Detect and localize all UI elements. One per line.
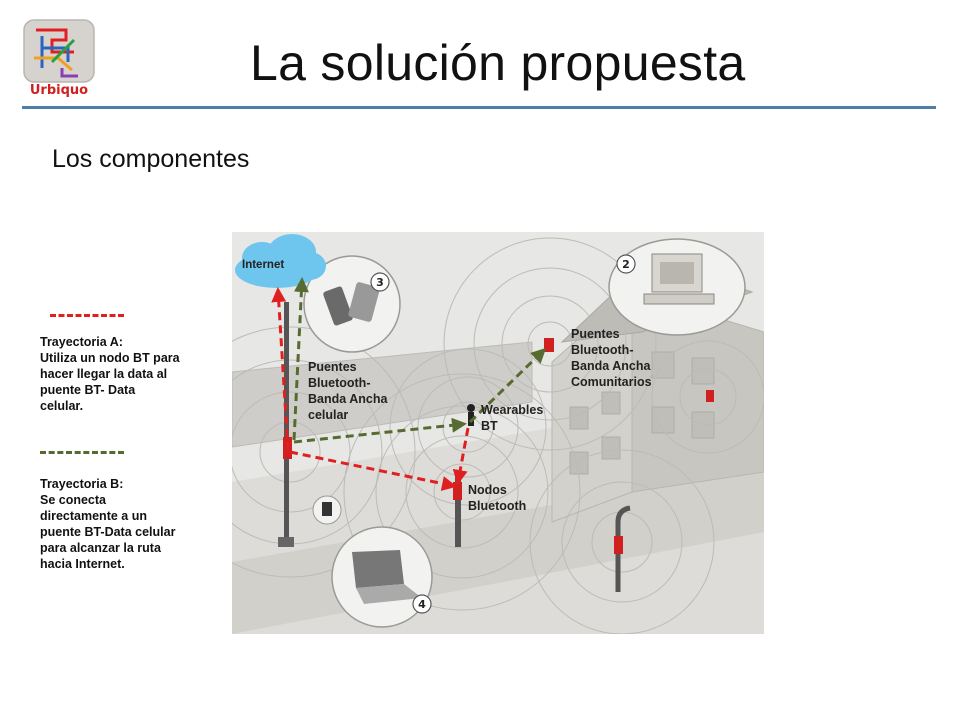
building-device <box>706 390 714 402</box>
label-puentes-comunitarios: Puentes Bluetooth- Banda Ancha Comunitar… <box>571 327 652 389</box>
label-wearables: Wearables BT <box>481 403 544 433</box>
trayectoria-a-path <box>271 287 470 491</box>
detail-computer: 2 <box>608 238 746 336</box>
badge-4: 4 <box>418 598 426 611</box>
trayectoria-b-line-sample <box>40 451 124 454</box>
logo-text: Urbiquo <box>30 83 88 98</box>
wall <box>232 341 533 448</box>
signal-rings <box>232 237 764 634</box>
pole-nodos <box>453 477 462 547</box>
community-bridge-device <box>544 338 554 352</box>
label-puentes-celular: Puentes Bluetooth- Banda Ancha celular <box>308 360 388 422</box>
pole-right <box>614 505 631 592</box>
page-title: La solución propuesta <box>250 35 746 91</box>
detail-phones: 3 <box>303 255 401 353</box>
badge-2: 2 <box>622 258 630 271</box>
title-divider <box>22 106 936 109</box>
person-bench <box>312 495 342 525</box>
label-internet: Internet <box>242 259 285 271</box>
network-illustration: 3 2 4 <box>232 232 764 634</box>
trayectoria-b-path <box>292 277 547 444</box>
detail-laptop: 4 <box>331 526 433 628</box>
trayectoria-a-description: Trayectoria A: Utiliza un nodo BT para h… <box>40 335 180 413</box>
network-diagram: 3 2 4 <box>232 232 764 634</box>
trayectoria-b-description: Trayectoria B: Se conecta directamente a… <box>40 477 176 571</box>
label-nodos: Nodos Bluetooth <box>468 483 527 513</box>
section-subtitle: Los componentes <box>52 145 250 173</box>
trayectoria-a-line-sample <box>50 314 124 317</box>
badge-3: 3 <box>376 276 384 289</box>
urbiquo-logo: Urbiquo <box>23 19 95 98</box>
